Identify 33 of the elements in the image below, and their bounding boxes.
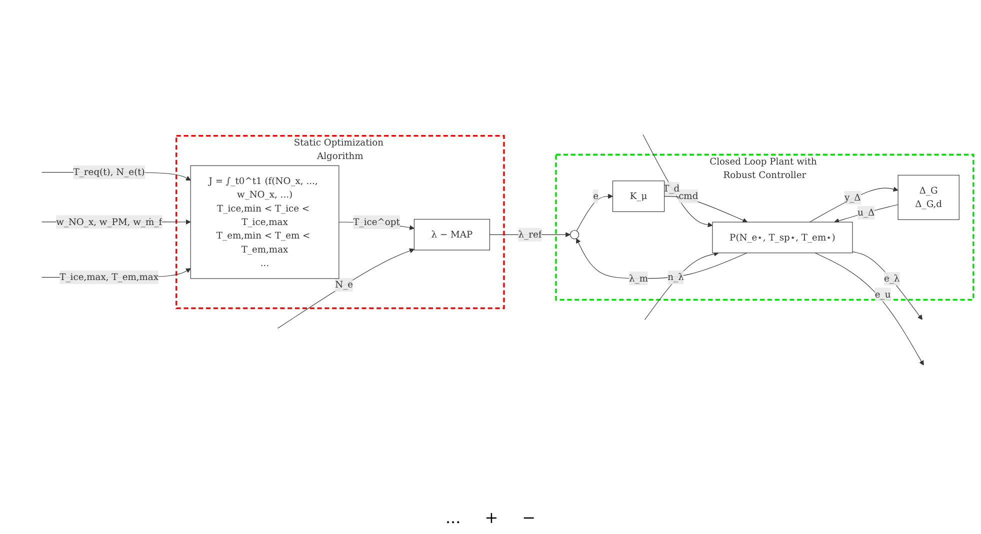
- edge-label: λ_m: [629, 272, 648, 286]
- edge-label: n_λ: [668, 270, 684, 284]
- arrow: [644, 252, 719, 320]
- block-box: λ − MAP: [414, 218, 490, 250]
- arrow: [852, 251, 922, 320]
- edge-label: u_Δ: [858, 206, 875, 220]
- edge-label: λ_ref: [518, 228, 542, 242]
- note-text: ...: [445, 508, 461, 526]
- edge-label: e: [593, 189, 598, 204]
- arrow: [642, 134, 713, 228]
- edge-label: e_u: [874, 288, 891, 302]
- note-text: −: [522, 508, 536, 526]
- arrow: [576, 194, 613, 232]
- block-box: P(N_e⋆, T_sp⋆, T_em⋆): [712, 222, 853, 254]
- arrow: [664, 196, 748, 223]
- edge-label: y_Δ: [844, 190, 861, 205]
- arrow: [834, 204, 898, 224]
- block-box: Δ_G Δ_G,d: [898, 174, 960, 220]
- block-box: K_μ: [612, 180, 665, 212]
- summing-junction: [570, 230, 580, 240]
- note-text: +: [484, 508, 498, 526]
- edge-label: T_ice,max, T_em,max: [60, 270, 159, 284]
- block-box: J = ∫_t0^t1 (f(NO_x, ..., w_NO_x, ...) T_ice,min < T_ice < T_ice,max T_em,min < T_em < T_em,max ...: [190, 165, 340, 279]
- edge-label: e_λ: [884, 272, 900, 286]
- arrow: [814, 252, 924, 366]
- arrow: [576, 238, 748, 279]
- edge-label: N_e: [335, 278, 354, 292]
- edge-label: T_ice^opt: [353, 215, 400, 229]
- edge-label: w_NO_x, w_PM, w_ṁ_f: [56, 215, 162, 229]
- arrow: [278, 248, 414, 329]
- arrow: [809, 186, 898, 222]
- edge-label: T_req(t), N_e(t): [73, 166, 145, 180]
- edge-label: cmd: [678, 189, 698, 204]
